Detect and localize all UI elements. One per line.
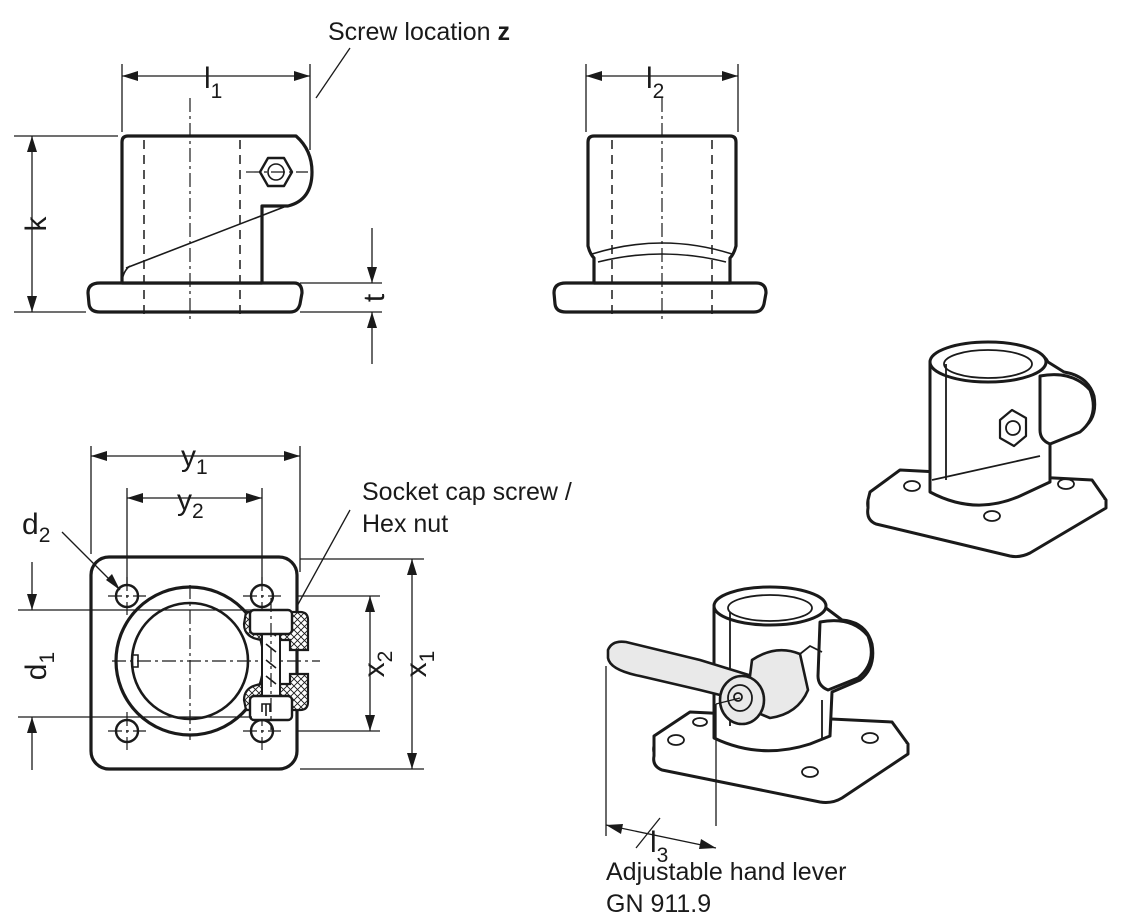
socket-cap-screw-label: Socket cap screw /: [362, 478, 572, 506]
dim-l3: l3: [650, 826, 668, 867]
side-view: [552, 64, 768, 320]
dim-y1: y1: [181, 440, 208, 479]
top-view: [18, 446, 424, 771]
dim-l1: l1: [204, 62, 222, 103]
iso-view-lever: [605, 585, 910, 849]
front-view: [14, 47, 382, 364]
dim-x2: x2: [358, 651, 397, 678]
dim-d2: d2: [22, 508, 50, 547]
hand-lever-part-number: GN 911.9: [606, 890, 711, 918]
dim-y2: y2: [177, 484, 204, 523]
hand-lever-label: Adjustable hand lever: [606, 858, 846, 886]
dim-t: t: [358, 293, 391, 302]
iso-view-clamp: [866, 340, 1108, 559]
hex-nut-label: Hex nut: [362, 510, 448, 538]
dim-d1: d1: [20, 652, 59, 680]
dim-l2: l2: [646, 62, 664, 103]
dim-x1: x1: [400, 651, 439, 678]
screw-location-label: Screw location z: [328, 18, 510, 46]
dim-k: k: [20, 216, 53, 232]
